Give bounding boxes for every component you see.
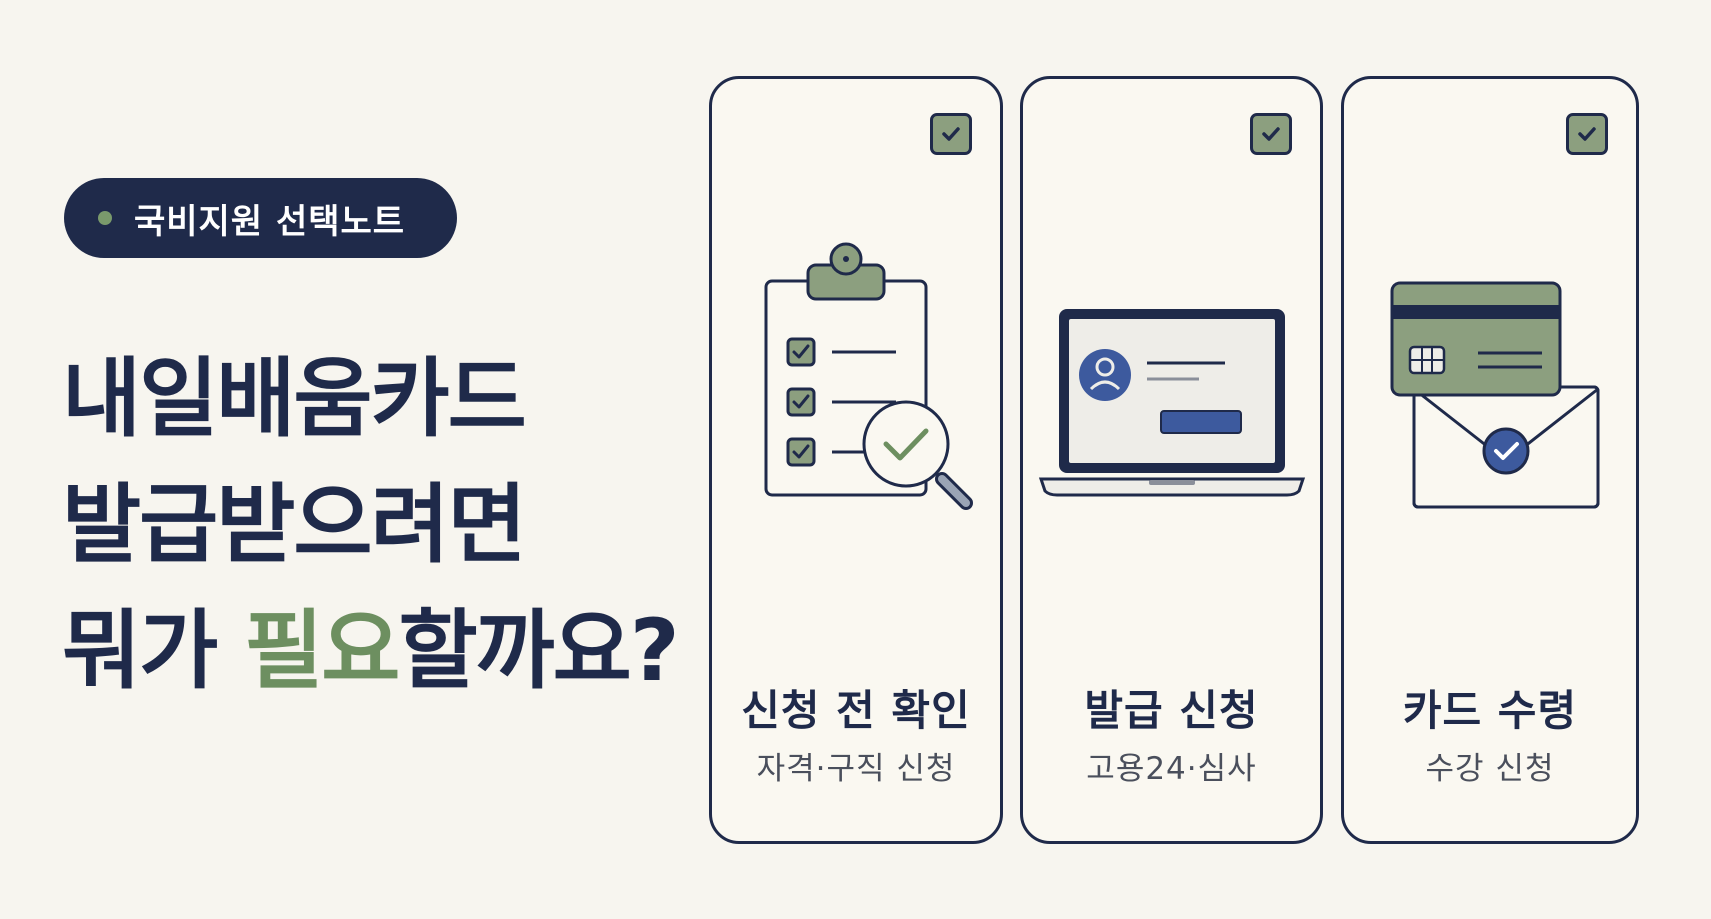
card-subtitle: 수강 신청	[1425, 751, 1555, 787]
laptop-profile-icon	[1023, 239, 1320, 639]
category-badge: 국비지원 선택노트	[64, 178, 457, 258]
badge-label: 국비지원 선택노트	[134, 201, 406, 242]
card-subtitle: 고용24·심사	[1086, 751, 1257, 787]
card-title: 신청 전 확인	[741, 686, 971, 735]
card-title: 발급 신청	[1084, 686, 1259, 735]
step-card-apply[interactable]: 발급 신청 고용24·심사	[1020, 76, 1323, 844]
title-accent-word: 필요	[244, 601, 400, 701]
step-card-check[interactable]: 신청 전 확인 자격·구직 신청	[709, 76, 1003, 844]
title-line-3-suffix: 할까요?	[398, 601, 679, 701]
step-card-receive[interactable]: 카드 수령 수강 신청	[1341, 76, 1639, 844]
checkbox-checked-icon	[1250, 113, 1292, 155]
card-envelope-icon	[1344, 239, 1636, 639]
clipboard-magnifier-icon	[712, 239, 1000, 639]
title-line-3: 뭐가 필요할까요?	[62, 588, 702, 714]
bullet-dot-icon	[98, 211, 112, 225]
title-line-2: 발급받으려면	[62, 475, 527, 575]
checkbox-checked-icon	[930, 113, 972, 155]
card-title: 카드 수령	[1402, 686, 1578, 735]
title-line-3-prefix: 뭐가	[62, 601, 245, 701]
title-line-1: 내일배움카드	[62, 349, 527, 449]
card-subtitle: 자격·구직 신청	[756, 751, 956, 787]
page-title: 내일배움카드 발급받으려면 뭐가 필요할까요?	[62, 336, 702, 714]
checkbox-checked-icon	[1566, 113, 1608, 155]
